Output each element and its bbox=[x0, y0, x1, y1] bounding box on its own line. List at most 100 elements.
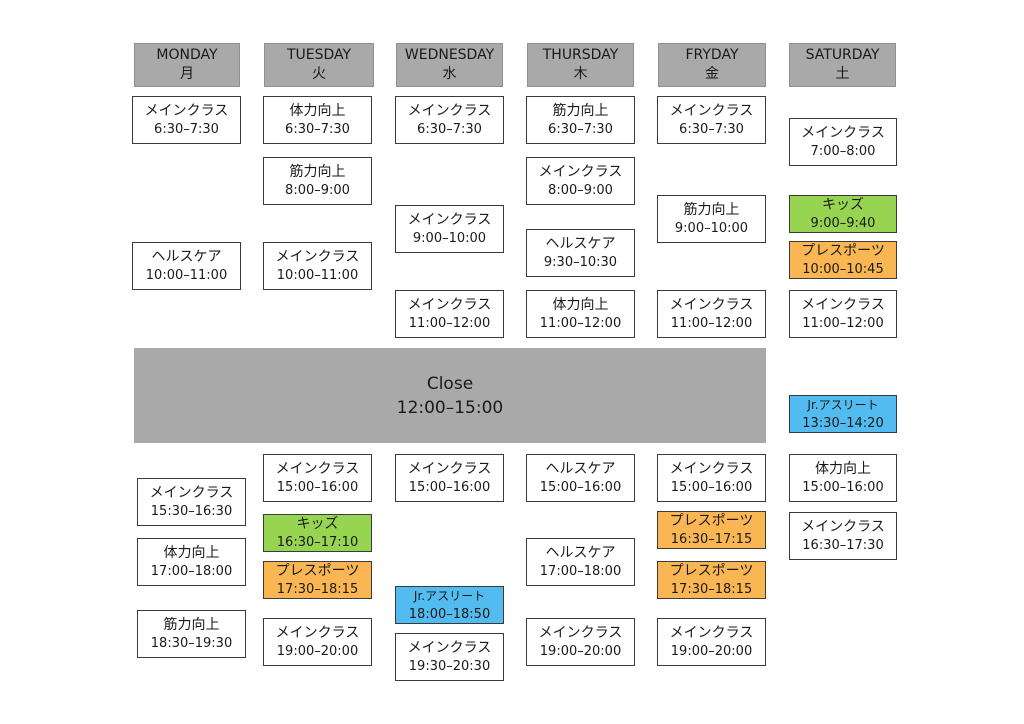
class-block: 体力向上 17:00–18:00 bbox=[137, 538, 246, 586]
class-time: 11:00–12:00 bbox=[408, 315, 491, 331]
class-name: 筋力向上 bbox=[683, 201, 740, 218]
class-time: 15:30–16:30 bbox=[150, 503, 233, 519]
class-name: 体力向上 bbox=[552, 296, 609, 313]
class-block: メインクラス 19:00–20:00 bbox=[526, 618, 635, 666]
class-name: キッズ bbox=[296, 515, 339, 532]
day-header-wednesday: WEDNESDAY 水 bbox=[396, 43, 503, 87]
class-name: プレスポーツ bbox=[669, 512, 754, 529]
class-name: メインクラス bbox=[669, 102, 754, 119]
class-name: メインクラス bbox=[149, 484, 234, 501]
class-time: 11:00–12:00 bbox=[670, 315, 753, 331]
class-name: メインクラス bbox=[669, 624, 754, 641]
class-block-kids: キッズ 9:00–9:40 bbox=[789, 195, 897, 233]
class-name: メインクラス bbox=[407, 460, 492, 477]
class-name: メインクラス bbox=[275, 460, 360, 477]
class-time: 17:30–18:15 bbox=[276, 581, 359, 597]
class-time: 9:30–10:30 bbox=[543, 254, 618, 270]
day-label-en: WEDNESDAY bbox=[404, 47, 495, 63]
class-block: ヘルスケア 17:00–18:00 bbox=[526, 538, 635, 586]
class-name: メインクラス bbox=[407, 296, 492, 313]
class-time: 8:00–9:00 bbox=[548, 182, 613, 198]
class-block: メインクラス 19:30–20:30 bbox=[395, 633, 504, 681]
day-label-jp: 土 bbox=[835, 66, 850, 82]
class-time: 19:00–20:00 bbox=[539, 643, 622, 659]
class-block: 体力向上 11:00–12:00 bbox=[526, 290, 635, 338]
class-block-press-sports: プレスポーツ 17:30–18:15 bbox=[263, 561, 372, 599]
class-name: ヘルスケア bbox=[545, 235, 616, 252]
day-header-tuesday: TUESDAY 火 bbox=[264, 43, 374, 87]
class-block: メインクラス 19:00–20:00 bbox=[657, 618, 766, 666]
class-name: メインクラス bbox=[407, 211, 492, 228]
class-time: 6:30–7:30 bbox=[548, 121, 613, 137]
class-block: メインクラス 9:00–10:00 bbox=[395, 205, 504, 253]
class-block: メインクラス 15:00–16:00 bbox=[263, 454, 372, 502]
class-time: 16:30–17:30 bbox=[802, 537, 884, 553]
class-time: 15:00–16:00 bbox=[670, 479, 753, 495]
class-name: ヘルスケア bbox=[545, 544, 616, 561]
class-time: 6:30–7:30 bbox=[417, 121, 482, 137]
class-time: 15:00–16:00 bbox=[539, 479, 622, 495]
class-name: ヘルスケア bbox=[151, 248, 222, 265]
class-time: 17:00–18:00 bbox=[539, 563, 622, 579]
class-time: 9:00–10:00 bbox=[412, 230, 487, 246]
class-block: 筋力向上 18:30–19:30 bbox=[137, 610, 246, 658]
class-block: メインクラス 11:00–12:00 bbox=[395, 290, 504, 338]
class-name: 筋力向上 bbox=[289, 163, 346, 180]
day-label-jp: 金 bbox=[705, 66, 719, 82]
day-header-saturday: SATURDAY 土 bbox=[789, 43, 896, 87]
class-name: メインクラス bbox=[669, 296, 754, 313]
class-time: 16:30–17:10 bbox=[276, 534, 359, 550]
class-time: 6:30–7:30 bbox=[154, 121, 219, 137]
class-name: 体力向上 bbox=[815, 460, 871, 477]
class-block: メインクラス 8:00–9:00 bbox=[526, 157, 635, 205]
class-time: 9:00–9:40 bbox=[810, 215, 876, 231]
day-header-thursday: THURSDAY 木 bbox=[527, 43, 634, 87]
class-time: 18:30–19:30 bbox=[150, 635, 233, 651]
class-block: メインクラス 15:00–16:00 bbox=[657, 454, 766, 502]
class-time: 10:00–11:00 bbox=[145, 267, 228, 283]
class-time: 11:00–12:00 bbox=[539, 315, 622, 331]
class-block-press-sports: プレスポーツ 17:30–18:15 bbox=[657, 561, 766, 599]
day-label-en: SATURDAY bbox=[805, 47, 880, 63]
class-time: 9:00–10:00 bbox=[674, 220, 749, 236]
class-time: 15:00–16:00 bbox=[408, 479, 491, 495]
class-block: メインクラス 16:30–17:30 bbox=[789, 512, 897, 560]
class-name: プレスポーツ bbox=[801, 242, 885, 259]
day-label-jp: 木 bbox=[573, 66, 588, 82]
class-name: キッズ bbox=[822, 196, 864, 213]
class-name: メインクラス bbox=[538, 163, 623, 180]
class-name: 体力向上 bbox=[163, 544, 220, 561]
class-block: 筋力向上 6:30–7:30 bbox=[526, 96, 635, 144]
class-block: メインクラス 11:00–12:00 bbox=[789, 290, 897, 338]
class-block: メインクラス 19:00–20:00 bbox=[263, 618, 372, 666]
class-block-jr-athlete: Jr.アスリート 18:00–18:50 bbox=[395, 586, 504, 624]
class-block: メインクラス 10:00–11:00 bbox=[263, 242, 372, 290]
class-name: メインクラス bbox=[801, 296, 885, 313]
class-block: ヘルスケア 10:00–11:00 bbox=[132, 242, 241, 290]
class-block-jr-athlete: Jr.アスリート 13:30–14:20 bbox=[789, 395, 897, 433]
class-name: メインクラス bbox=[407, 639, 492, 656]
class-name: メインクラス bbox=[407, 102, 492, 119]
day-header-monday: MONDAY 月 bbox=[134, 43, 240, 87]
class-block-kids: キッズ 16:30–17:10 bbox=[263, 514, 372, 552]
class-block: 筋力向上 9:00–10:00 bbox=[657, 195, 766, 243]
day-header-friday: FRYDAY 金 bbox=[658, 43, 766, 87]
day-label-en: TUESDAY bbox=[286, 47, 352, 63]
class-time: 10:00–11:00 bbox=[276, 267, 359, 283]
class-name: メインクラス bbox=[801, 518, 885, 535]
class-name: Jr.アスリート bbox=[807, 397, 879, 412]
class-name: ヘルスケア bbox=[545, 460, 616, 477]
close-time: 12:00–15:00 bbox=[396, 397, 504, 418]
class-name: メインクラス bbox=[275, 624, 360, 641]
class-name: 筋力向上 bbox=[552, 102, 609, 119]
class-time: 19:00–20:00 bbox=[670, 643, 753, 659]
class-block-press-sports: プレスポーツ 16:30–17:15 bbox=[657, 511, 766, 549]
day-label-en: FRYDAY bbox=[685, 47, 739, 63]
class-name: 筋力向上 bbox=[163, 616, 220, 633]
class-name: メインクラス bbox=[144, 102, 229, 119]
class-name: メインクラス bbox=[538, 624, 623, 641]
class-time: 7:00–8:00 bbox=[810, 143, 876, 159]
class-time: 11:00–12:00 bbox=[802, 315, 884, 331]
class-block: メインクラス 15:30–16:30 bbox=[137, 478, 246, 526]
class-block: メインクラス 7:00–8:00 bbox=[789, 118, 897, 166]
